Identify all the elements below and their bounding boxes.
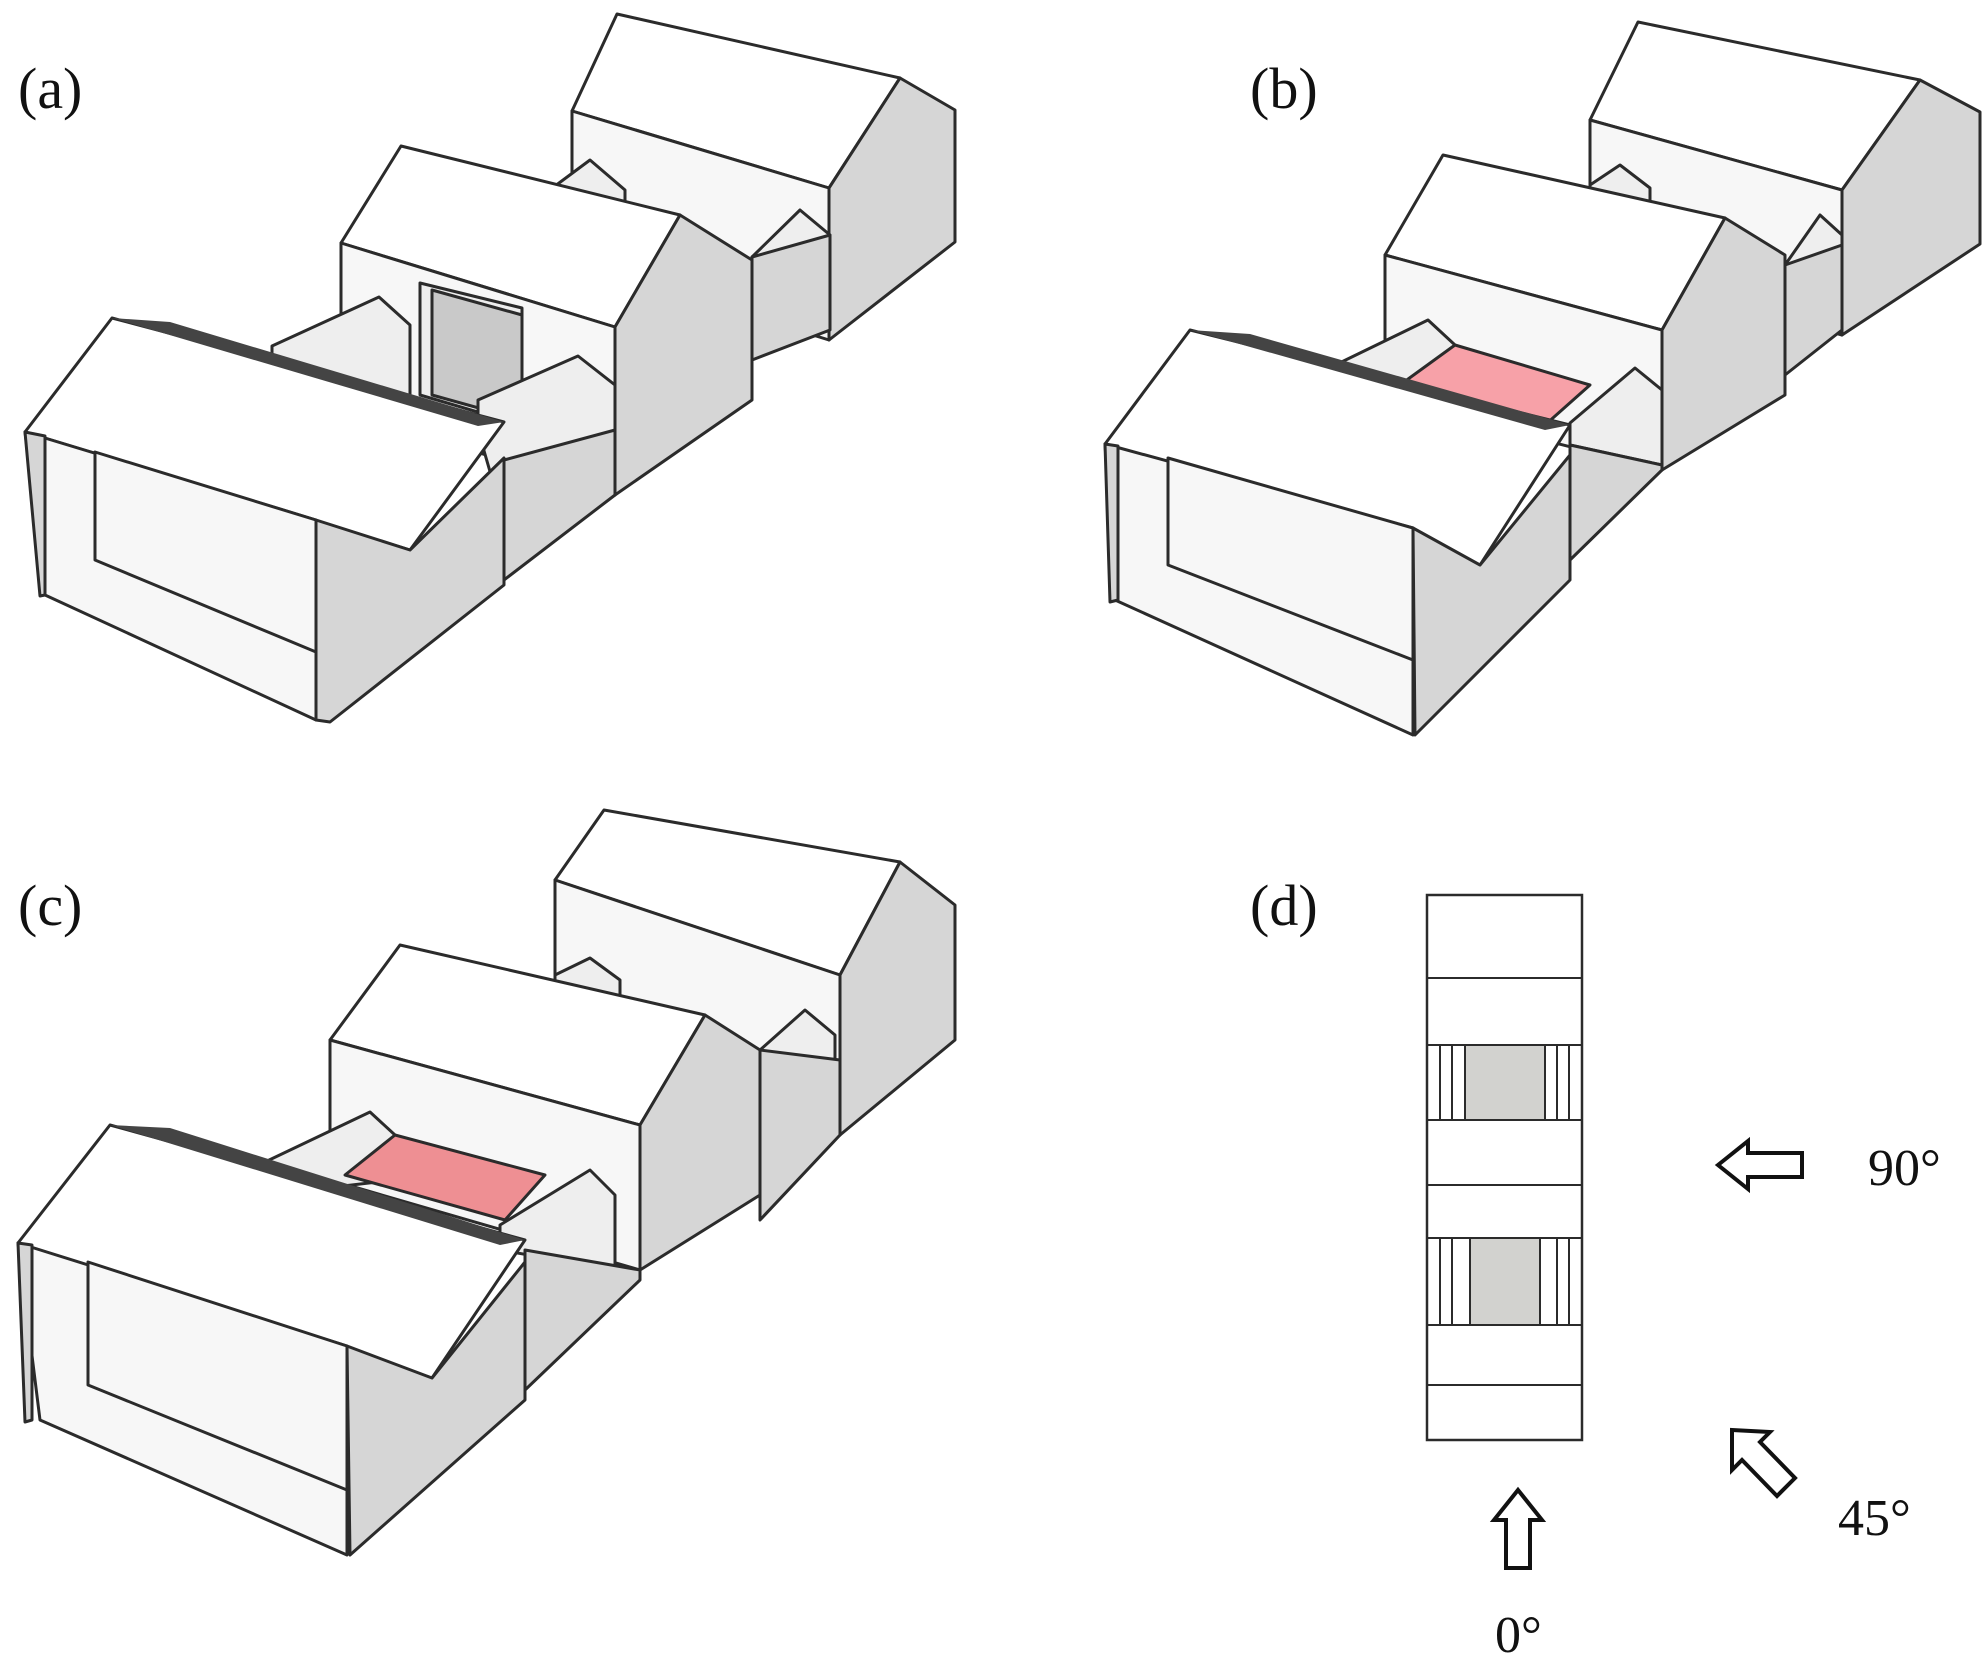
site-plan bbox=[1425, 893, 1584, 1442]
wind-label-90: 90° bbox=[1868, 1140, 1941, 1197]
panel-a: (a) bbox=[18, 12, 957, 724]
panel-d: (d) bbox=[1250, 873, 1941, 1664]
wind-direction-0: 0° bbox=[1489, 1486, 1547, 1664]
panel-c-label: (c) bbox=[18, 873, 82, 938]
panel-c-courtyard-floor bbox=[343, 1133, 547, 1222]
panel-b-front-building bbox=[1103, 328, 1572, 737]
panel-c-front-building bbox=[16, 1123, 527, 1557]
panel-d-label: (d) bbox=[1250, 873, 1318, 938]
panel-a-label: (a) bbox=[18, 56, 82, 121]
panel-a-front-building bbox=[23, 316, 506, 724]
wind-label-45: 45° bbox=[1838, 1490, 1911, 1547]
plan-courtyard-lower bbox=[1439, 1237, 1570, 1326]
wind-label-0: 0° bbox=[1495, 1607, 1542, 1664]
wind-direction-45: 45° bbox=[1730, 1427, 1911, 1547]
arrow-up-icon bbox=[1489, 1486, 1547, 1570]
panel-b-label: (b) bbox=[1250, 56, 1318, 121]
panel-a-back-building bbox=[570, 12, 957, 342]
arrow-up-left-icon bbox=[1730, 1427, 1798, 1499]
plan-courtyard-upper bbox=[1439, 1044, 1570, 1121]
wind-direction-90: 90° bbox=[1714, 1136, 1941, 1197]
arrow-left-icon bbox=[1714, 1136, 1804, 1194]
panel-c: (c) bbox=[16, 808, 957, 1557]
panel-b: (b) bbox=[1103, 20, 1982, 737]
